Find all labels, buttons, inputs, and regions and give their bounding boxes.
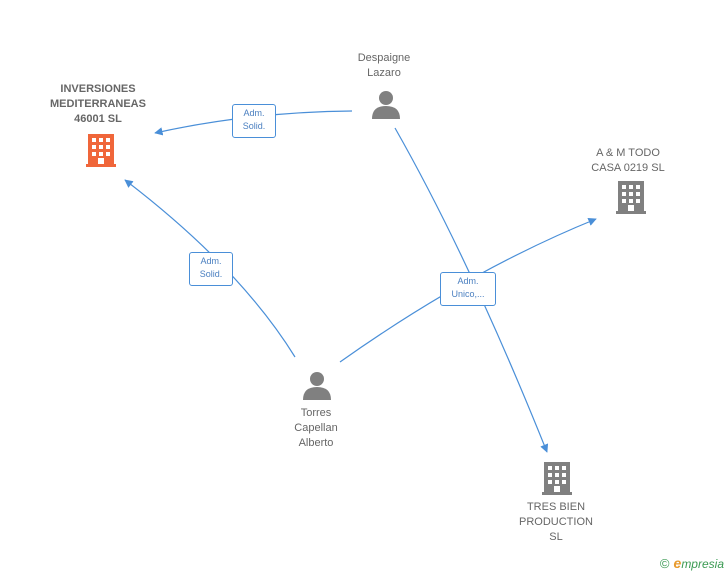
node-label-amtodo[interactable]: A & M TODO CASA 0219 SL (591, 147, 665, 174)
footer-brand: © empresia (660, 555, 724, 571)
building-icon (86, 134, 116, 167)
edge-badge-despaigne-inversiones[interactable]: Adm. Solid. (232, 104, 276, 138)
brand-logo-text: mpresia (681, 557, 724, 571)
node-label-tresbien[interactable]: TRES BIEN PRODUCTION SL (519, 501, 593, 543)
person-icon (372, 91, 400, 119)
building-icon (542, 462, 572, 495)
edge-badge-torres-inversiones[interactable]: Adm. Solid. (189, 252, 233, 286)
node-label-inversiones[interactable]: INVERSIONES MEDITERRANEAS 46001 SL (50, 83, 146, 125)
brand-logo-e: e (673, 555, 682, 571)
node-label-despaigne[interactable]: Despaigne Lazaro (357, 52, 411, 79)
person-icon (303, 372, 331, 400)
brand-logo: empresia (674, 555, 724, 571)
edge-badge-center[interactable]: Adm. Unico,... (440, 272, 496, 306)
building-icon (616, 181, 646, 214)
copyright-icon: © (659, 555, 670, 571)
node-label-torres[interactable]: Torres Capellan Alberto (294, 407, 338, 449)
